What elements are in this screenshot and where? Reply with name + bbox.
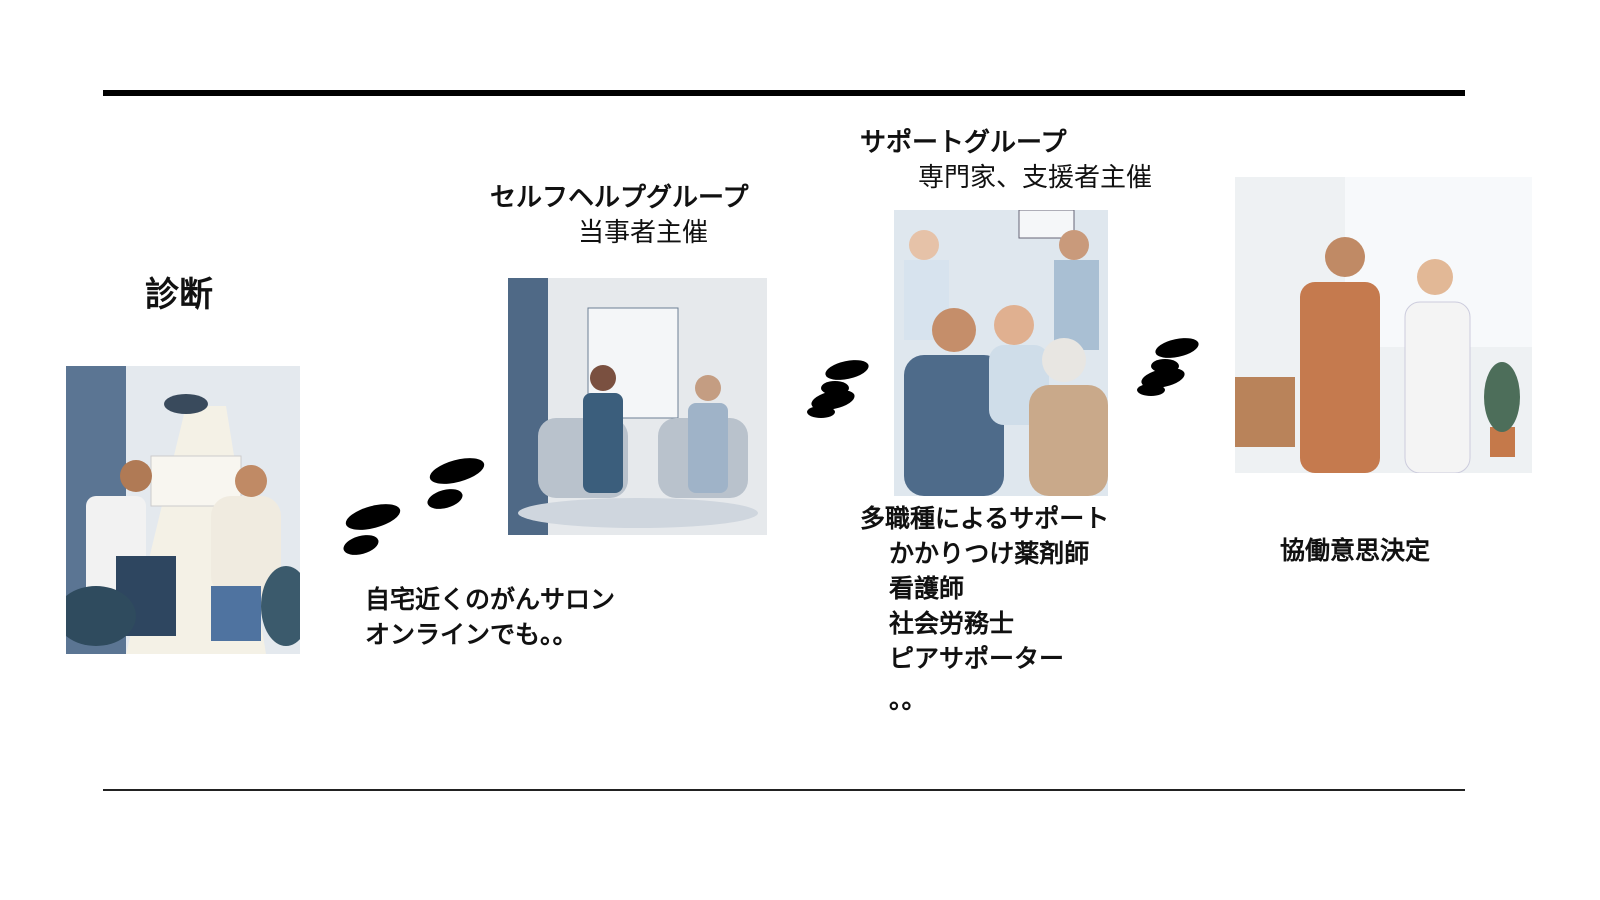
- shared-decision-title: 協働意思決定: [1280, 536, 1431, 565]
- bottom-rule: [103, 789, 1465, 791]
- footprints-icon: [1133, 336, 1200, 396]
- support-list: 多職種によるサポート かかりつけ薬剤師 看護師 社会労務士 ピアサポーター 。。: [860, 501, 1109, 717]
- self-help-subtitle: 当事者主催: [578, 218, 709, 248]
- support-group-subtitle: 専門家、支援者主催: [918, 163, 1153, 193]
- support-item: 。。: [889, 685, 927, 714]
- top-rule: [103, 90, 1465, 96]
- footprints-icon: [803, 358, 870, 418]
- shared-decision-illustration: [1235, 177, 1532, 473]
- self-help-notes: 自宅近くのがんサロン オンラインでも。。: [365, 582, 615, 652]
- self-help-meeting-illustration: [508, 278, 767, 535]
- support-item: かかりつけ薬剤師: [889, 539, 1090, 568]
- diagnosis-title: 診断: [145, 275, 213, 315]
- footprints-icon: [335, 455, 490, 560]
- support-item: 看護師: [889, 574, 965, 603]
- support-group-illustration: [894, 210, 1108, 496]
- note-line: 自宅近くのがんサロン: [365, 585, 616, 614]
- self-help-title: セルフヘルプグループ: [490, 183, 749, 213]
- doctor-consultation-illustration: [66, 366, 300, 654]
- note-line: オンラインでも。。: [365, 620, 578, 649]
- support-item: 社会労務士: [889, 609, 1015, 638]
- support-item: ピアサポーター: [889, 644, 1065, 673]
- support-heading: 多職種によるサポート: [860, 504, 1110, 533]
- support-group-title: サポートグループ: [860, 128, 1067, 158]
